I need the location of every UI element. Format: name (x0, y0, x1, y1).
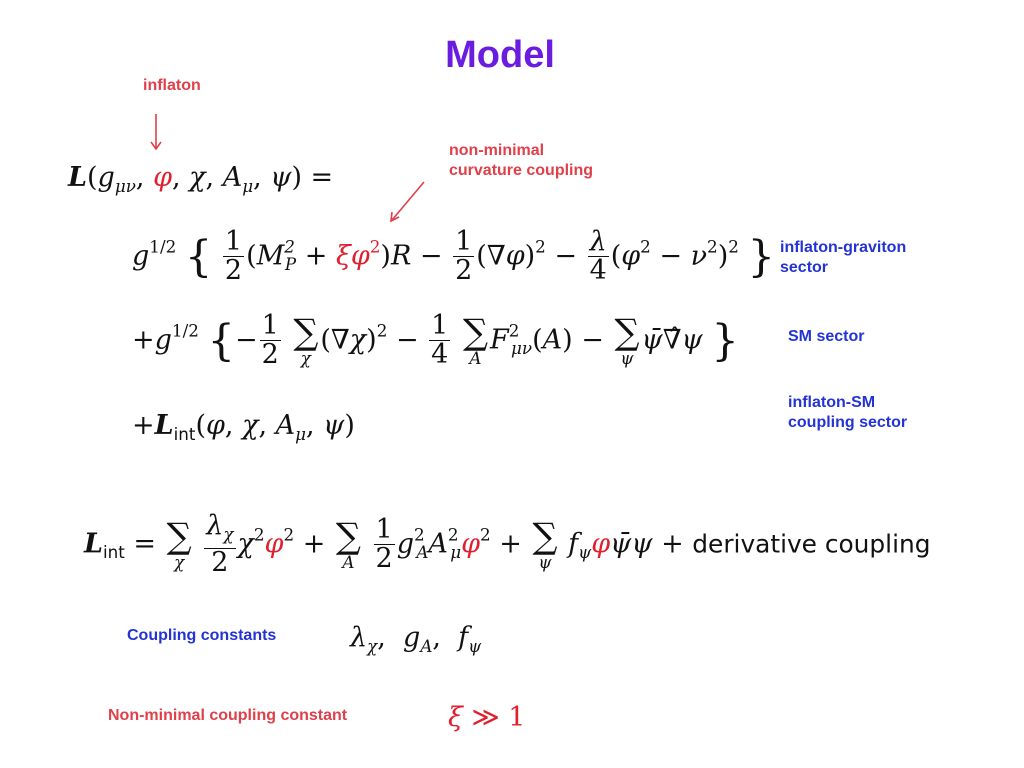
coupling-constants-label: Coupling constants (127, 627, 277, 644)
graviton-sector-label: inflaton-graviton sector (780, 238, 906, 278)
slide-title: Model (445, 34, 555, 76)
coupling-sector-label-line1: inflaton-SM (788, 394, 876, 411)
xi-condition: ξ ≫ 1 (448, 702, 526, 733)
coupling-sector-label-line2: coupling sector (788, 414, 908, 431)
lagrangian-lhs: L(gμν, φ, χ, Aμ, ψ) = (68, 162, 334, 196)
inflaton-annotation: inflaton (143, 77, 201, 94)
derivative-coupling-text: derivative coupling (692, 529, 931, 559)
nonminimal-arrow-icon (390, 181, 425, 223)
coupling-sector-label: inflaton-SM coupling sector (788, 393, 907, 433)
sm-sector-label: SM sector (788, 328, 865, 345)
nonminimal-annotation-line2: curvature coupling (449, 162, 594, 179)
nonminimal-annotation: non-minimal curvature coupling (449, 141, 593, 181)
equation-interaction: +Lint(φ, χ, Aμ, ψ) (132, 410, 355, 444)
inflaton-arrow-icon (150, 114, 162, 151)
graviton-sector-label-line2: sector (780, 259, 829, 276)
graviton-sector-label-line1: inflaton-graviton (780, 239, 907, 256)
nonminimal-annotation-line1: non-minimal (449, 142, 545, 159)
nonminimal-constant-label: Non-minimal coupling constant (108, 707, 348, 724)
coupling-constants-symbols: λχ, gA, fψ (350, 622, 482, 656)
